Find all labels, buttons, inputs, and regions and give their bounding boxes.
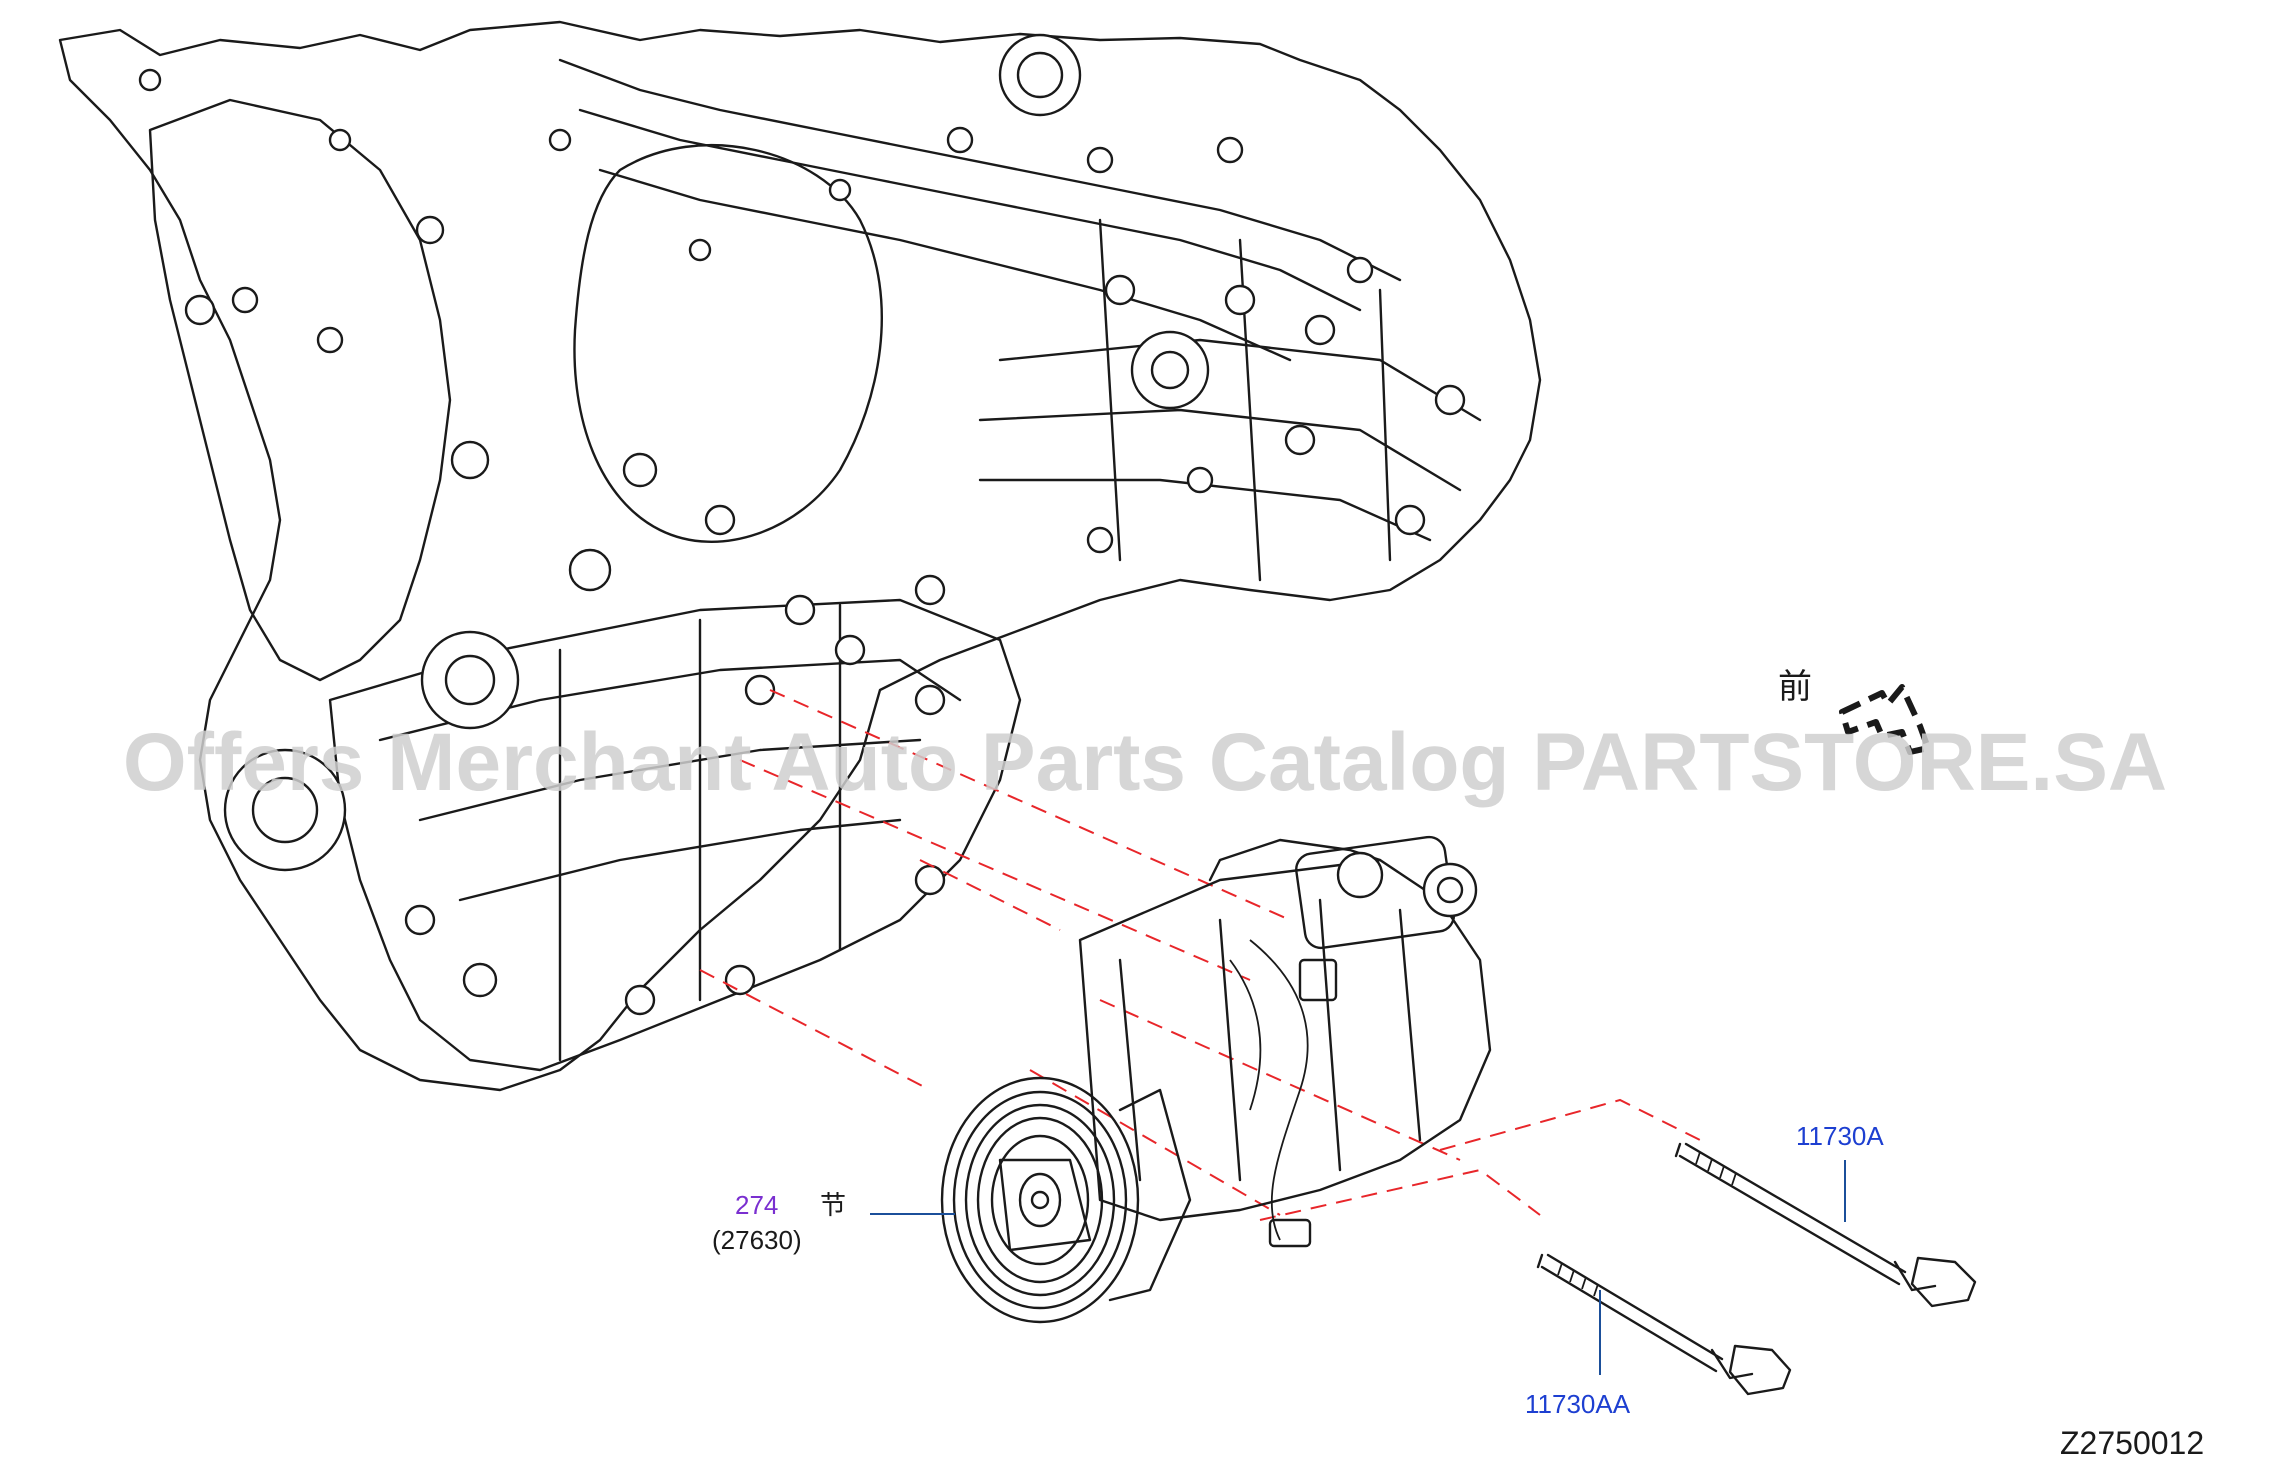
bolt-11730aa: [1536, 1253, 1792, 1396]
assembly-guide-lines: [699, 689, 1701, 1221]
front-direction-indicator: 前: [1778, 668, 1931, 755]
watermark: Offers Merchant Auto Parts Catalog PARTS…: [123, 717, 2167, 808]
diagram-id: Z2750012: [2060, 1425, 2204, 1461]
callout-compressor-ref[interactable]: 274: [735, 1190, 778, 1220]
ac-compressor: [940, 835, 1492, 1324]
callout-compressor-part-no: (27630): [712, 1225, 802, 1255]
callout-bolt-11730aa[interactable]: 11730AA: [1525, 1389, 1631, 1419]
front-arrow-icon: [1839, 684, 1931, 755]
bolt-11730a: [1674, 1142, 1977, 1308]
callout-compressor-mark: 节: [820, 1190, 846, 1220]
front-indicator-glyph: 前: [1778, 668, 1812, 706]
engine-block: [58, 20, 1542, 1092]
callout-bolt-11730a[interactable]: 11730A: [1796, 1121, 1884, 1151]
